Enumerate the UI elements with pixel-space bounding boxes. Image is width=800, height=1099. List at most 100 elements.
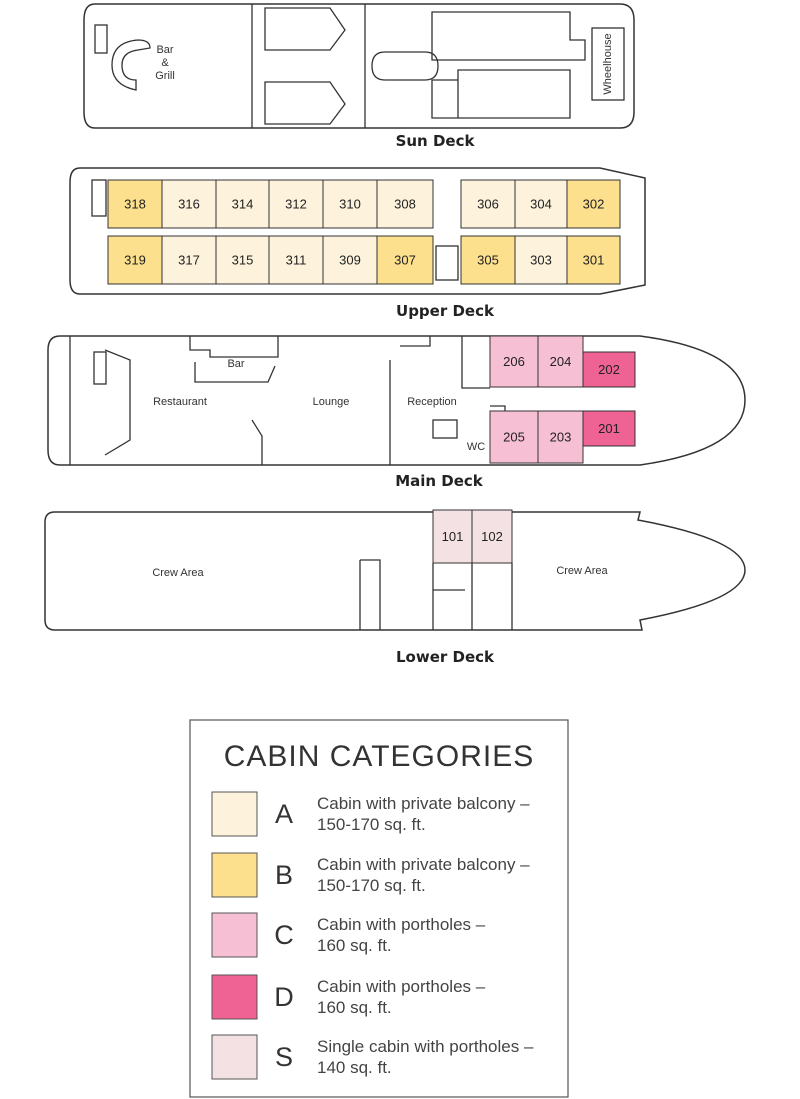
cabin[interactable]: 205 (489, 410, 539, 464)
stairs-icon (432, 419, 458, 439)
cabin-category-D (582, 410, 636, 447)
cabin[interactable]: 301 (566, 235, 621, 285)
cabin-number: 317 (178, 252, 200, 267)
legend-desc: Single cabin with portholes – (317, 1037, 534, 1056)
cabin[interactable]: 315 (215, 235, 270, 285)
cabin-number: 205 (503, 429, 525, 444)
sun-deck: Bar & Grill Wheelhouse Sun Deck (83, 3, 635, 150)
legend-letter: C (274, 920, 294, 950)
cabin-category-B (566, 235, 621, 285)
cabin[interactable]: 202 (582, 351, 636, 388)
cabin-number: 306 (477, 196, 499, 211)
legend-item: D Cabin with portholes – 160 sq. ft. (211, 974, 486, 1020)
legend-letter: D (274, 982, 294, 1012)
legend-size: 150-170 sq. ft. (317, 815, 426, 834)
deck-title: Main Deck (395, 472, 484, 490)
cabin[interactable]: 317 (161, 235, 217, 285)
cabin[interactable]: 316 (161, 179, 217, 229)
cabin[interactable]: 319 (107, 235, 163, 285)
cabin[interactable]: 304 (514, 179, 568, 229)
cabin-category-A (322, 179, 378, 229)
cabin-number: 101 (442, 529, 464, 544)
stairs-icon (91, 179, 107, 217)
cabin[interactable]: 102 (471, 509, 513, 564)
stairs-icon (435, 245, 459, 281)
deck-title: Upper Deck (396, 302, 495, 320)
cabin[interactable]: 303 (514, 235, 568, 285)
cabin-number: 102 (481, 529, 503, 544)
cabin[interactable]: 314 (215, 179, 270, 229)
cabin[interactable]: 308 (376, 179, 434, 229)
legend-desc: Cabin with private balcony – (317, 794, 530, 813)
legend-letter: B (275, 860, 293, 890)
cabin[interactable]: 312 (268, 179, 324, 229)
legend-size: 140 sq. ft. (317, 1058, 392, 1077)
legend-item: A Cabin with private balcony – 150-170 sq.… (211, 791, 530, 837)
cabin[interactable]: 101 (432, 509, 473, 564)
cabin-number: 314 (232, 196, 254, 211)
cabin-category-A (514, 179, 568, 229)
stairs-icon (94, 24, 108, 54)
cabin[interactable]: 307 (376, 235, 434, 285)
cabin-category-C (489, 410, 539, 464)
legend-desc: Cabin with private balcony – (317, 855, 530, 874)
cabin-category-A (322, 235, 378, 285)
cabin-number: 201 (598, 421, 620, 436)
cabin-category-B (460, 235, 516, 285)
cabin[interactable]: 306 (460, 179, 516, 229)
cabin[interactable]: 201 (582, 410, 636, 447)
deck-title: Lower Deck (396, 648, 495, 666)
cabin-number: 309 (339, 252, 361, 267)
cabin-category-C (489, 335, 539, 388)
svg-text:Bar: Bar (156, 44, 173, 56)
legend-letter: A (275, 799, 293, 829)
bar-counter (111, 39, 151, 91)
cabin[interactable]: 305 (460, 235, 516, 285)
legend: CABIN CATEGORIES A Cabin with private bal… (189, 719, 569, 1098)
cabin[interactable]: 203 (537, 410, 584, 464)
cabin-category-A (268, 235, 324, 285)
svg-text:Restaurant: Restaurant (153, 396, 207, 408)
svg-text:Lounge: Lounge (313, 396, 350, 408)
cabin-number: 303 (530, 252, 552, 267)
cabin-category-A (514, 235, 568, 285)
svg-text:Reception: Reception (407, 396, 457, 408)
legend-swatch (211, 1034, 258, 1080)
cabin-category-S (471, 509, 513, 564)
cabin-number: 302 (583, 196, 605, 211)
cabin[interactable]: 309 (322, 235, 378, 285)
cabin-number: 311 (286, 252, 307, 267)
upper-deck: 318 319 316 317 314 315 312 311 310 309 308 307 306 3… (69, 167, 646, 320)
cabin-category-C (537, 410, 584, 464)
cabin[interactable]: 204 (537, 335, 584, 388)
cabin[interactable]: 311 (268, 235, 324, 285)
svg-text:Wheelhouse: Wheelhouse (602, 33, 614, 94)
cabin[interactable]: 318 (107, 179, 163, 229)
svg-text:Grill: Grill (155, 70, 175, 82)
svg-text:Crew Area: Crew Area (556, 565, 608, 577)
cabin[interactable]: 310 (322, 179, 378, 229)
cabin[interactable]: 302 (566, 179, 621, 229)
legend-swatch (211, 912, 258, 958)
cabin-category-A (376, 179, 434, 229)
cabin-category-B (107, 179, 163, 229)
legend-desc: Cabin with portholes – (317, 977, 486, 996)
cabin-category-B (566, 179, 621, 229)
legend-size: 160 sq. ft. (317, 936, 392, 955)
stairs-icon (93, 351, 107, 385)
legend-desc: Cabin with portholes – (317, 915, 486, 934)
legend-size: 160 sq. ft. (317, 998, 392, 1017)
cabin-number: 203 (550, 429, 572, 444)
svg-text:WC: WC (467, 441, 485, 453)
svg-text:Crew Area: Crew Area (152, 567, 204, 579)
cabin-number: 206 (503, 354, 525, 369)
cabin-number: 312 (285, 196, 307, 211)
cabin-number: 319 (124, 252, 146, 267)
cabin[interactable]: 206 (489, 335, 539, 388)
cabin-number: 301 (583, 252, 605, 267)
legend-title: CABIN CATEGORIES (224, 740, 535, 773)
legend-swatch (211, 791, 258, 837)
legend-swatch (211, 852, 258, 898)
